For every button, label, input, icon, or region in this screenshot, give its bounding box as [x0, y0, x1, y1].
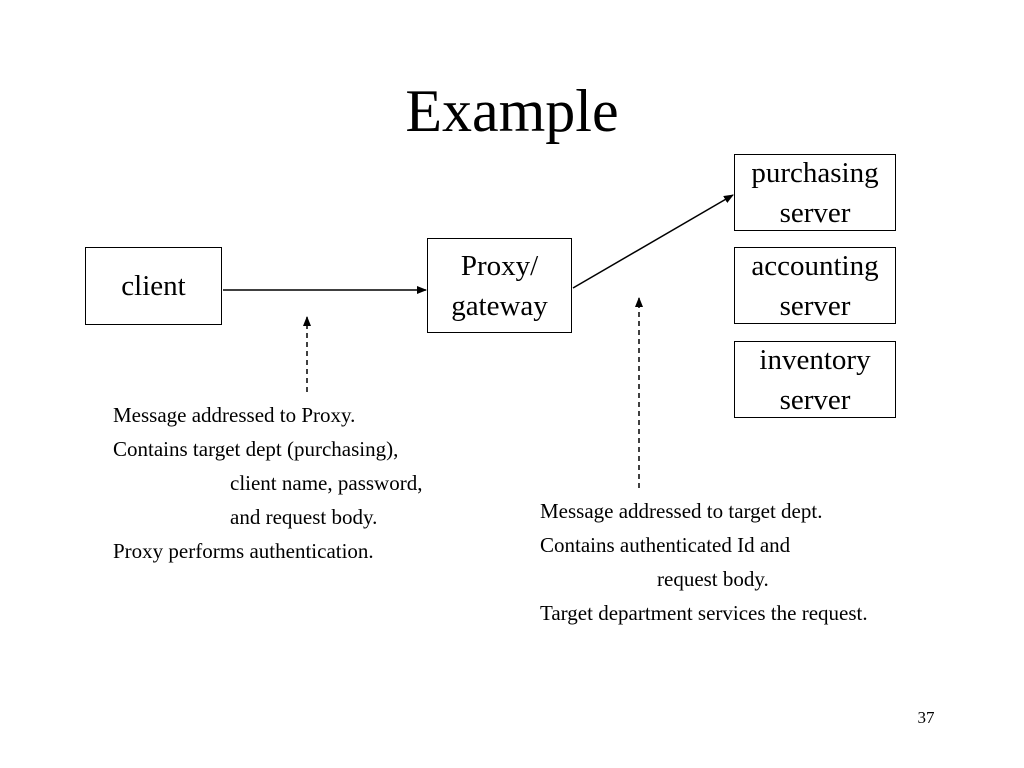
page-number: 37: [917, 708, 935, 727]
inventory-node-label-line-1: inventory: [759, 343, 871, 376]
note-line: Contains authenticated Id and: [540, 533, 791, 557]
note-line: Contains target dept (purchasing),: [113, 437, 399, 461]
note-line: Proxy performs authentication.: [113, 539, 374, 563]
client-node-label: client: [121, 270, 186, 302]
purchasing-server-node: purchasing server: [734, 154, 896, 231]
note-line: client name, password,: [230, 471, 423, 495]
note-line: request body.: [657, 567, 769, 591]
proxy-gateway-node: Proxy/ gateway: [427, 238, 572, 333]
inventory-server-node: inventory server: [734, 341, 896, 418]
note-line: and request body.: [230, 505, 378, 529]
proxy-message-note: Message addressed to Proxy. Contains tar…: [113, 398, 422, 568]
purchasing-node-label-line-2: server: [779, 196, 851, 229]
accounting-node-label-line-2: server: [779, 289, 851, 322]
purchasing-node-label-line-1: purchasing: [751, 156, 879, 189]
accounting-server-node: accounting server: [734, 247, 896, 324]
client-node: client: [85, 247, 222, 325]
proxy-node-label-line-2: gateway: [451, 289, 548, 322]
inventory-node-label-line-2: server: [779, 383, 851, 416]
slide-title: Example: [405, 78, 619, 144]
proxy-node-label-line-1: Proxy/: [460, 249, 539, 282]
proxy-to-purchasing-arrow: [572, 194, 734, 289]
accounting-node-label-line-1: accounting: [751, 249, 879, 282]
note-line: Target department services the request.: [540, 601, 868, 625]
note-line: Message addressed to target dept.: [540, 499, 823, 523]
note-line: Message addressed to Proxy.: [113, 403, 356, 427]
target-dept-message-note: Message addressed to target dept. Contai…: [540, 494, 868, 630]
